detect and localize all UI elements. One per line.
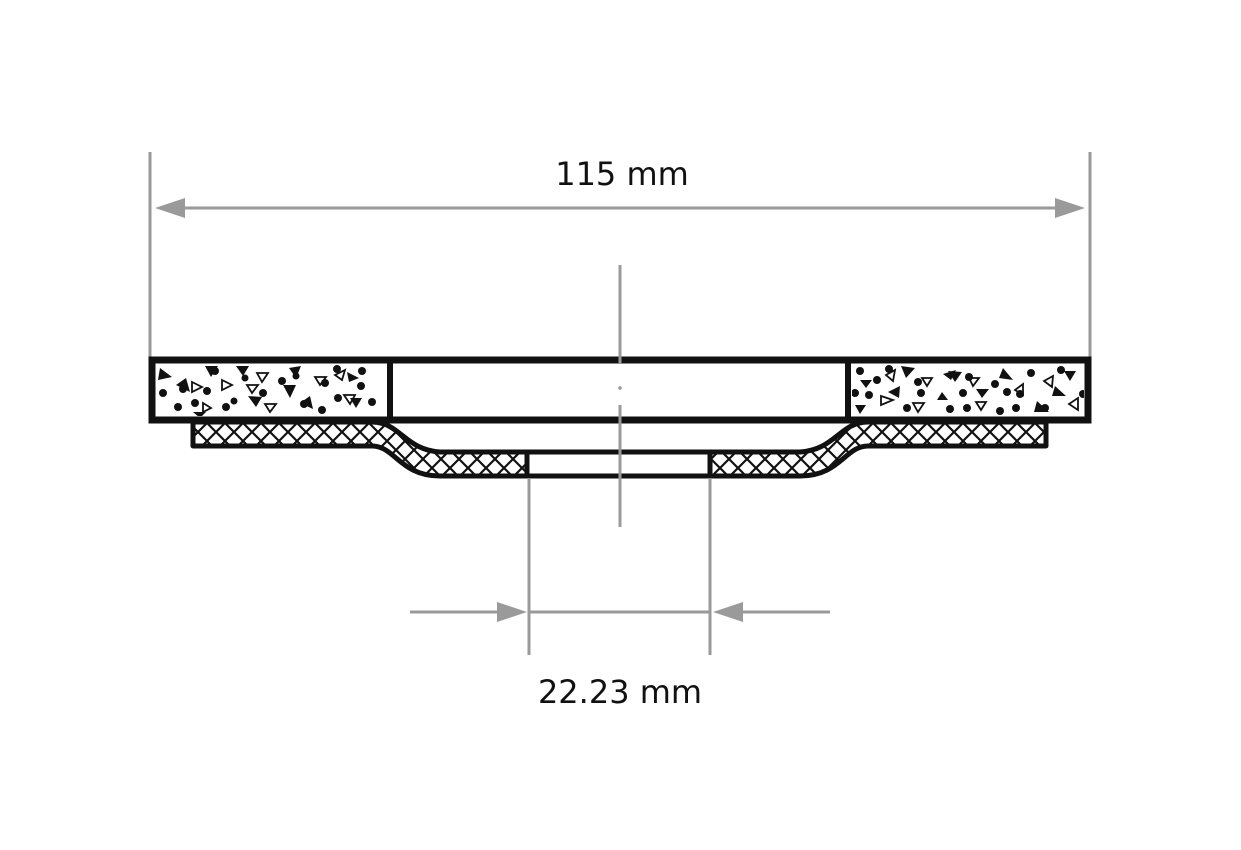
outer-diameter-dimension	[148, 152, 1092, 358]
arrow-right-icon	[497, 602, 527, 622]
outer-diameter-label: 115 mm	[555, 155, 689, 193]
center-axis-line	[618, 265, 622, 527]
bore-diameter-label: 22.23 mm	[537, 673, 703, 711]
arrow-right-icon	[1055, 198, 1085, 218]
arrow-left-icon	[713, 602, 743, 622]
bore-diameter-dimension	[410, 478, 830, 655]
arrow-left-icon	[155, 198, 185, 218]
